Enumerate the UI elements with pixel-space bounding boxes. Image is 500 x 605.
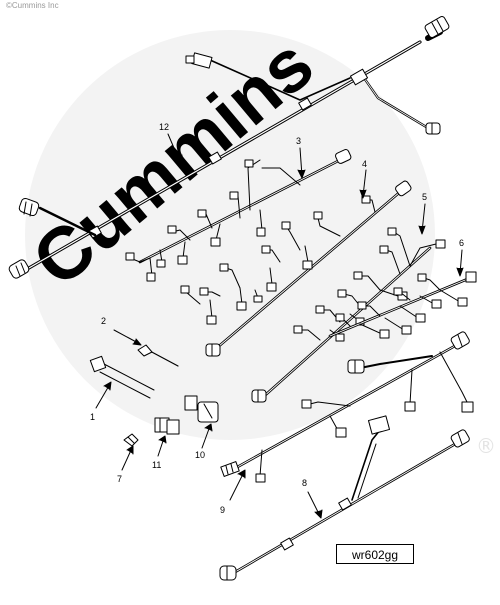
part-11-connector — [154, 417, 180, 435]
callout-2: 2 — [101, 316, 106, 326]
callout-10: 10 — [195, 450, 205, 460]
callout-12: 12 — [159, 122, 169, 132]
callout-11: 11 — [152, 460, 161, 470]
connector-8-left — [219, 565, 237, 581]
harness-9 — [220, 331, 474, 483]
connector-12-bottom — [8, 259, 30, 279]
callout-9: 9 — [220, 505, 225, 515]
connector-5-bottom — [251, 389, 267, 403]
connector-12-top — [424, 16, 450, 38]
connector-9-left-top — [347, 359, 365, 374]
callout-5: 5 — [422, 192, 427, 202]
callout-3: 3 — [296, 136, 301, 146]
callout-7: 7 — [117, 474, 122, 484]
callout-4: 4 — [362, 159, 367, 169]
harness-12 — [8, 16, 450, 279]
watermark: Cummins — [17, 22, 435, 440]
part-10-connector — [184, 395, 219, 423]
part-number-label: wr602gg — [336, 544, 414, 564]
connector-12-left — [18, 197, 40, 217]
harness-8 — [219, 415, 470, 581]
callout-6: 6 — [459, 238, 464, 248]
connector-12-right — [425, 122, 441, 135]
connector-9-right — [450, 331, 470, 350]
callout-8: 8 — [302, 478, 307, 488]
part-2-stud — [137, 344, 179, 367]
harness-3 — [125, 148, 352, 282]
leader-arrows — [95, 133, 464, 519]
copyright-text: ©Cummins Inc — [6, 1, 59, 10]
callout-labels: 12 3 4 5 6 2 1 7 11 10 9 8 — [90, 122, 464, 515]
connector-9-left — [220, 461, 240, 477]
harness-4 — [180, 180, 412, 357]
connector-12-plug — [185, 52, 213, 69]
connector-8-right — [450, 429, 470, 448]
connector-4-bottom — [205, 343, 221, 357]
part-7-clip — [123, 433, 139, 447]
callout-1: 1 — [90, 412, 95, 422]
registered-mark: ® — [476, 434, 496, 458]
harness-6 — [328, 271, 477, 339]
part-1-bolt — [89, 355, 155, 399]
